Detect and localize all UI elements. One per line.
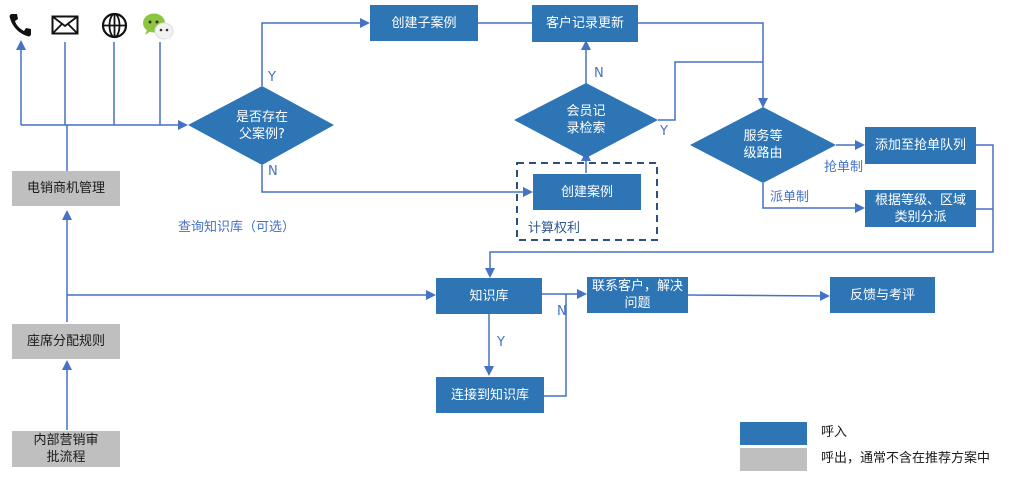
legend-label-inbound: 呼入 xyxy=(821,425,848,440)
decision-parent-case[interactable] xyxy=(188,86,334,165)
node-update-customer-record[interactable]: 客户记录更新 xyxy=(532,5,638,42)
decision-service-routing[interactable] xyxy=(690,107,836,183)
mail-icon xyxy=(51,15,79,35)
node-knowledge-base[interactable]: 知识库 xyxy=(436,278,542,314)
node-seat-rules[interactable]: 座席分配规则 xyxy=(12,324,120,359)
label-y-kb: Y xyxy=(497,335,505,350)
globe-icon xyxy=(101,12,128,39)
decision-parent-case-label: 是否存在父案例? xyxy=(235,110,288,142)
node-add-to-queue[interactable]: 添加至抢单队列 xyxy=(865,127,976,164)
node-contact-customer[interactable]: 联系客户，解决问题 xyxy=(587,277,688,313)
node-dispatch-by-level[interactable]: 根据等级、区域类别分派 xyxy=(865,190,976,227)
connector-dispatch xyxy=(762,183,865,213)
label-n-parent: N xyxy=(268,164,278,179)
node-connect-kb[interactable]: 连接到知识库 xyxy=(436,377,544,413)
decision-member-search[interactable] xyxy=(514,83,658,158)
connector-record-routing xyxy=(638,22,768,108)
label-calc-rights: 计算权利 xyxy=(528,221,581,236)
label-n-kb: N xyxy=(557,304,567,319)
connector-search-routing xyxy=(658,61,763,121)
phone-icon xyxy=(7,11,35,39)
legend-label-outbound: 呼出，通常不含在推荐方案中 xyxy=(821,451,991,466)
node-create-case[interactable]: 创建案例 xyxy=(533,174,641,210)
node-internal-approval[interactable]: 内部营销审批流程 xyxy=(12,431,120,467)
connector-n-createcase xyxy=(261,165,533,197)
legend-swatch-inbound xyxy=(740,422,807,445)
label-dispatch: 派单制 xyxy=(770,190,810,205)
label-y-search: Y xyxy=(660,124,668,139)
node-feedback[interactable]: 反馈与考评 xyxy=(830,277,935,313)
label-n-search: N xyxy=(594,66,604,81)
wechat-icon xyxy=(141,11,177,43)
connector-connect-contact xyxy=(543,294,567,397)
label-query-kb: 查询知识库（可选） xyxy=(178,220,296,235)
legend-swatch-outbound xyxy=(740,448,807,471)
label-y-parent: Y xyxy=(268,70,276,85)
decision-member-search-label: 会员记录检索 xyxy=(566,104,606,136)
label-grab: 抢单制 xyxy=(824,160,864,175)
connector-y-subcase xyxy=(261,18,370,86)
connector-contact-feedback xyxy=(687,290,830,301)
connector-loop xyxy=(485,144,994,278)
node-telesales[interactable]: 电销商机管理 xyxy=(12,171,120,206)
decision-service-routing-label: 服务等级路由 xyxy=(743,129,783,161)
node-create-sub-case[interactable]: 创建子案例 xyxy=(370,5,478,41)
